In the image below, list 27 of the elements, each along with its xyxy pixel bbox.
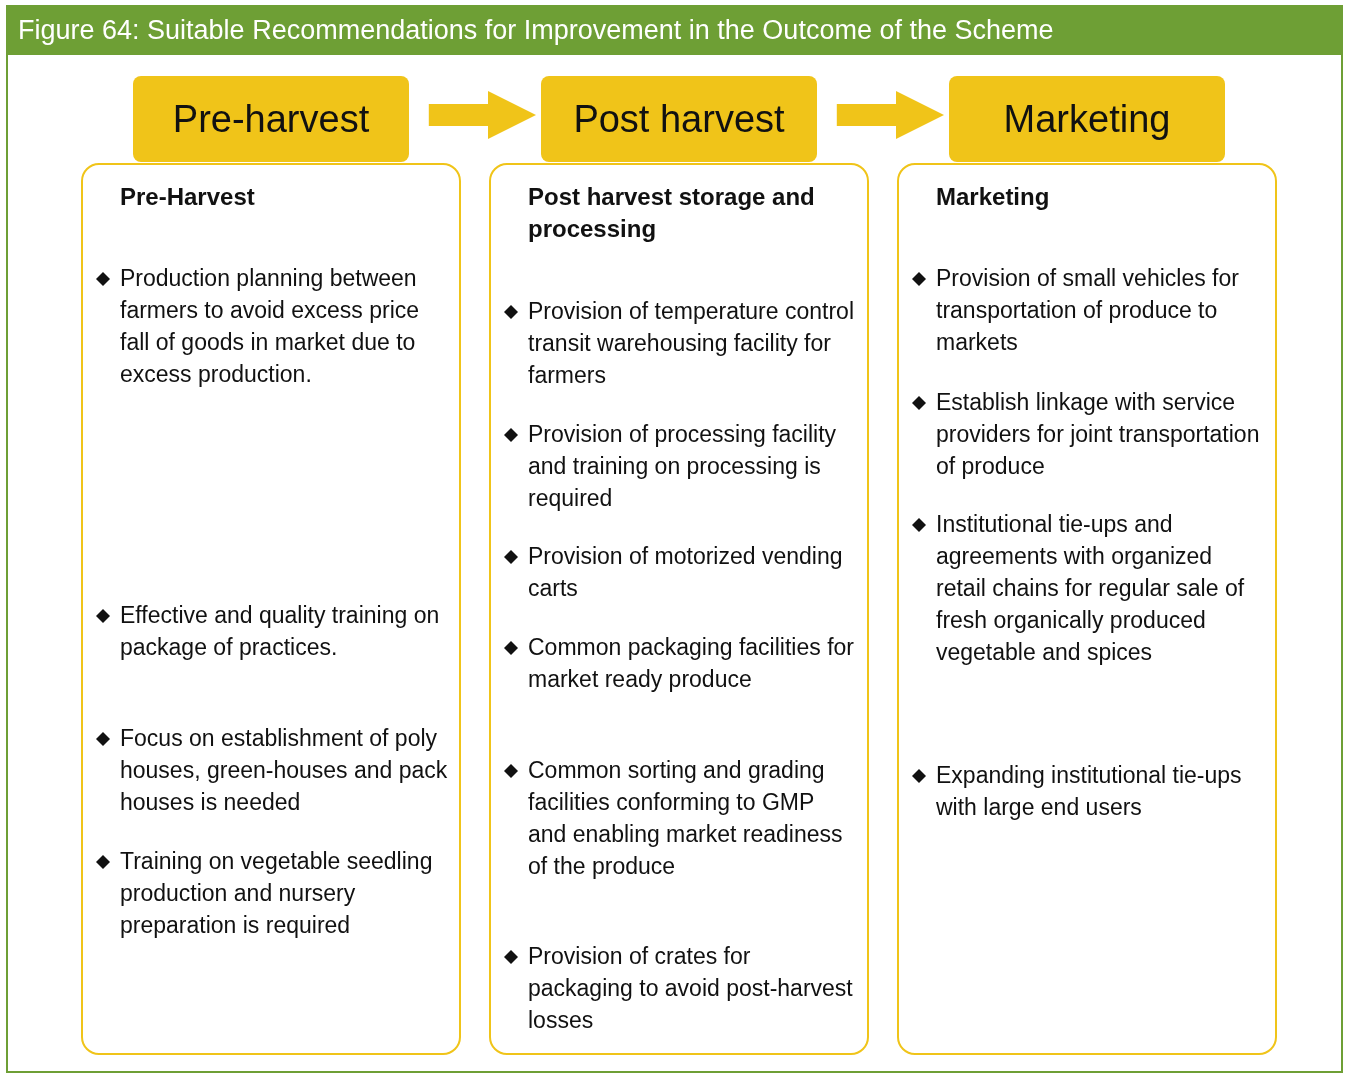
stage-header-tab (133, 76, 409, 162)
bullet-text: Expanding institutional tie-ups with large end users (936, 761, 1243, 822)
bullet-text: Common sorting and grading facilities conforming to GMP and enabling market readiness of the produce (528, 756, 844, 881)
bullet-text: Focus on establishment of poly houses, green-houses and pack houses is needed (120, 724, 449, 817)
bullet-text: Provision of processing facility and training on processing is required (528, 420, 838, 513)
recommendation-panel (81, 163, 461, 1055)
stage-title: Pre-harvest (172, 97, 370, 141)
bullet-text: Effective and quality training on package of practices. (120, 601, 441, 662)
bullet-text: Production planning between farmers to avoid excess price fall of goods in market due to excess production. (120, 264, 421, 389)
bullet-text: Establish linkage with service providers for joint transportation of produce (936, 388, 1261, 481)
panel-heading: Post harvest storage and processing (528, 182, 816, 244)
stage-title: Marketing (1003, 97, 1171, 141)
panel-heading: Pre-Harvest (120, 182, 256, 212)
stage-header-tab (949, 76, 1225, 162)
bullet-text: Provision of small vehicles for transportation of produce to markets (936, 264, 1240, 357)
recommendation-panel (897, 163, 1277, 1055)
stage-header-tab (541, 76, 817, 162)
bullet-text: Provision of temperature control transit warehousing facility for farmers (528, 297, 855, 390)
recommendation-panel (489, 163, 869, 1055)
stage-title: Post harvest (573, 97, 785, 141)
bullet-text: Provision of crates for packaging to avoid post-harvest losses (528, 942, 854, 1035)
panel-heading: Marketing (936, 182, 1051, 212)
figure-title: Figure 64: Suitable Recommendations for Improvement in the Outcome of the Scheme (6, 5, 1343, 55)
bullet-text: Provision of motorized vending carts (528, 542, 844, 603)
bullet-text: Institutional tie-ups and agreements with organized retail chains for regular sale of fresh organically produced vegetable and spices (936, 510, 1246, 667)
bullet-text: Common packaging facilities for market ready produce (528, 633, 855, 694)
bullet-text: Training on vegetable seedling production and nursery preparation is required (120, 847, 434, 940)
